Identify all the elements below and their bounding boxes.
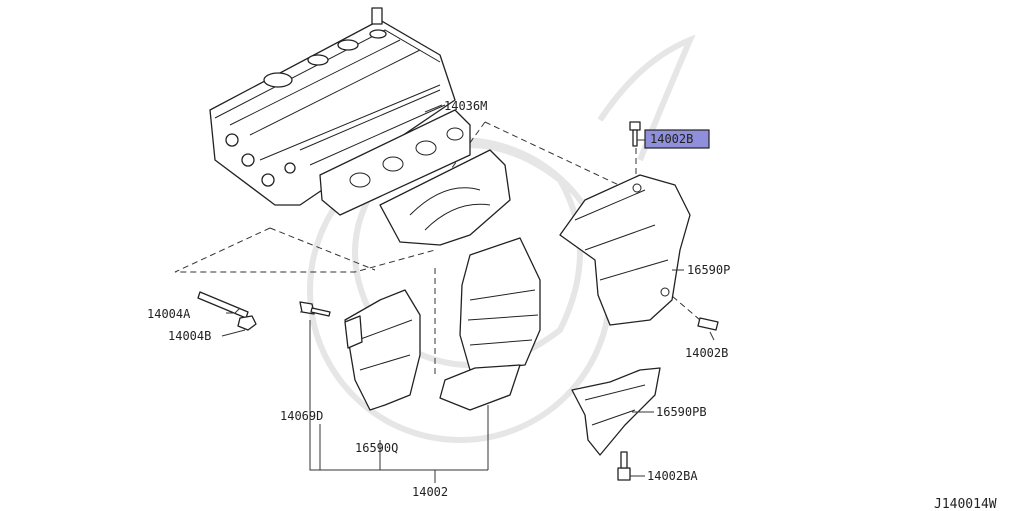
cylinder-head (209, 7, 456, 206)
exhaust-manifold-catalyst (379, 149, 541, 411)
callout-16590P[interactable]: 16590P (687, 263, 730, 277)
callout-16590PB[interactable]: 16590PB (656, 405, 707, 419)
diagram-reference-id: J140014W (934, 497, 997, 511)
callout-14069D[interactable]: 14069D (280, 409, 323, 423)
callout-highlight-box (644, 129, 710, 149)
exhaust-manifold-gasket (319, 109, 471, 216)
callout-14002B-right[interactable]: 14002B (685, 346, 728, 360)
leader-lines (221, 104, 715, 483)
stud-and-nut (197, 291, 257, 331)
callout-14002[interactable]: 14002 (412, 485, 448, 499)
callout-14004A[interactable]: 14004A (147, 307, 191, 321)
bolts (299, 121, 719, 481)
callout-14002BA[interactable]: 14002BA (647, 469, 698, 483)
callout-14002B-top[interactable]: 14002B (650, 132, 693, 146)
heat-insulator-upper (559, 174, 691, 326)
callout-14004B[interactable]: 14004B (168, 329, 211, 343)
heat-insulator-lower (571, 367, 661, 456)
callout-14036M[interactable]: 14036M (444, 99, 487, 113)
callout-16590Q[interactable]: 16590Q (355, 441, 398, 455)
heat-insulator-front (344, 289, 421, 411)
